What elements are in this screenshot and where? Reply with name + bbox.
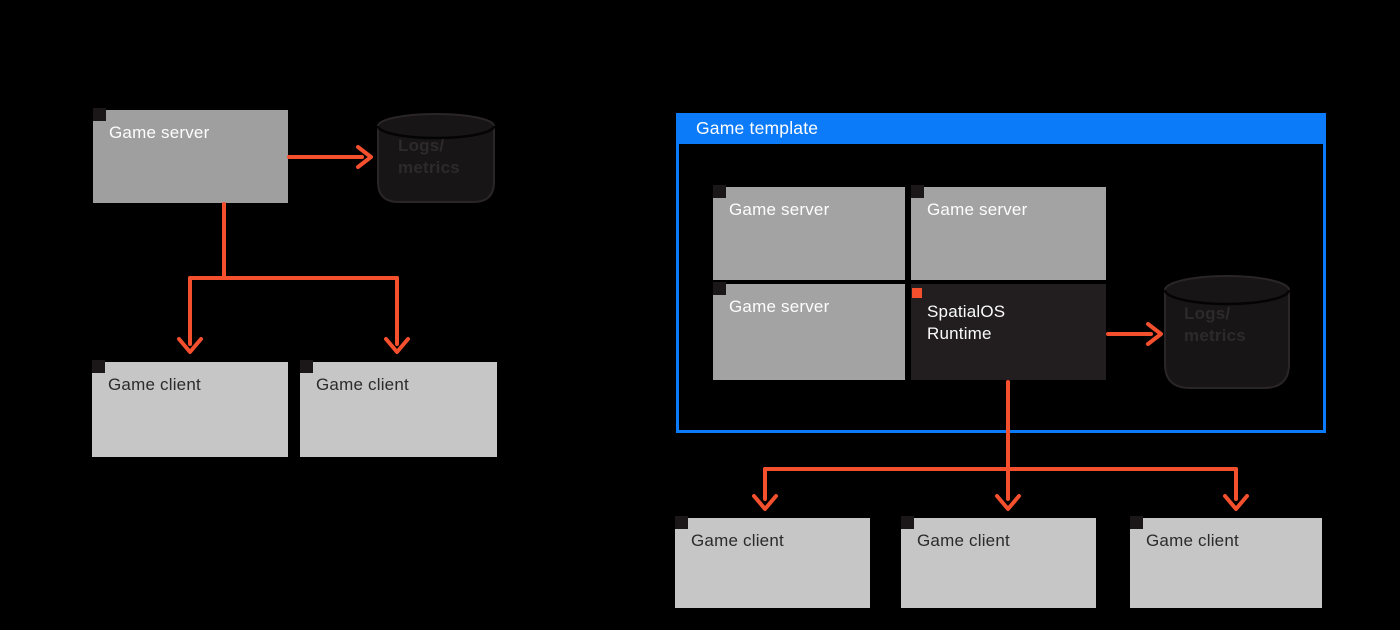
database-cylinder-icon (376, 113, 496, 203)
corner-marker (92, 360, 105, 373)
logs-metrics-node: Logs/ metrics (376, 111, 496, 205)
corner-marker (300, 360, 313, 373)
node-label: Game client (917, 531, 1010, 550)
node-label: SpatialOS (927, 302, 1006, 321)
game-template-header: Game template (676, 113, 1326, 144)
game-template-title: Game template (696, 118, 819, 138)
node-label: Game client (691, 531, 784, 550)
diagram-node-game-server: Game server (713, 282, 905, 380)
diagram-node-game-client: Game client (1130, 516, 1322, 608)
diagram-node-game-client: Game client (92, 360, 288, 457)
logs-metrics-node: Logs/ metrics (1163, 272, 1291, 390)
diagram-node-game-client: Game client (300, 360, 497, 457)
diagram-node-game-server: Game server (713, 185, 905, 280)
diagram-node-game-server: Game server (911, 185, 1106, 280)
diagram-node-game-server: Game server (93, 108, 288, 203)
node-label: Game server (927, 200, 1028, 219)
node-label: Game server (729, 200, 830, 219)
diagram-node-game-client: Game client (901, 516, 1096, 608)
node-label: Runtime (927, 324, 992, 344)
node-label: Game client (108, 375, 201, 394)
corner-marker (912, 288, 922, 298)
node-label: Game client (316, 375, 409, 394)
node-label: Game client (1146, 531, 1239, 550)
corner-marker (713, 185, 726, 198)
node-label: Game server (109, 123, 210, 142)
corner-marker (93, 108, 106, 121)
corner-marker (911, 185, 924, 198)
corner-marker (1130, 516, 1143, 529)
game-template-container (676, 144, 1326, 433)
database-cylinder-icon (1163, 275, 1291, 389)
node-label: Game server (729, 297, 830, 316)
corner-marker (675, 516, 688, 529)
diagram-node-spatialos-runtime: SpatialOS Runtime (911, 284, 1106, 380)
diagram-node-game-client: Game client (675, 516, 870, 608)
node-label: Logs/ metrics (398, 136, 460, 178)
corner-marker (901, 516, 914, 529)
corner-marker (713, 282, 726, 295)
node-label: Logs/ metrics (1184, 304, 1246, 346)
